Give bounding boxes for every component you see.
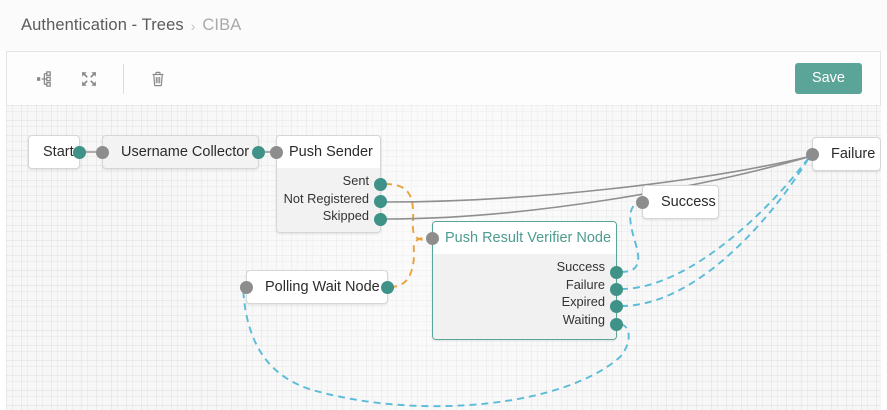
node-push-result-verifier[interactable]: Push Result Verifier Node Success Failur… [432,221,617,340]
breadcrumb-parent[interactable]: Authentication - Trees [21,16,184,34]
node-push-sender[interactable]: Push Sender Sent Not Registered Skipped [276,135,381,233]
node-username-collector[interactable]: Username Collector [102,135,259,169]
connector-verifier-in[interactable] [426,232,439,245]
node-title: Failure [831,145,876,162]
node-title: Username Collector [121,143,250,160]
breadcrumb-current: CIBA [202,16,242,34]
node-title: Push Sender [289,143,373,160]
node-outputs: Success Failure Expired Waiting [433,254,616,339]
node-start[interactable]: Start [28,135,80,169]
edge-expired-failure [620,155,811,307]
edge-sent-verifier [384,183,433,241]
toolbar-divider [123,63,124,94]
editor-toolbar: Save [6,51,881,105]
flow-canvas[interactable]: Start Username Collector Push Sender Sen… [6,105,881,410]
edge-success-success [620,201,640,273]
connector-success-in[interactable] [636,196,649,209]
connector-push-in[interactable] [270,146,283,159]
tree-layout-icon [36,70,54,88]
connector-verifier-success[interactable] [610,266,623,279]
output-failure[interactable]: Failure [565,276,605,292]
node-title: Success [661,193,716,210]
save-button[interactable]: Save [794,63,862,94]
trash-icon [149,70,167,88]
connector-failure-in[interactable] [806,148,819,161]
node-title: Start [43,143,74,160]
output-expired[interactable]: Expired [561,294,605,310]
connector-username-out[interactable] [252,146,265,159]
edge-notregistered-failure [384,155,813,203]
output-waiting[interactable]: Waiting [562,311,605,327]
connector-username-in[interactable] [96,146,109,159]
connector-verifier-expired[interactable] [610,300,623,313]
node-title: Polling Wait Node [265,278,380,295]
node-outputs: Sent Not Registered Skipped [277,168,380,232]
tree-layout-button[interactable] [23,59,67,99]
node-success[interactable]: Success [642,185,719,219]
connector-polling-in[interactable] [240,281,253,294]
output-not-registered[interactable]: Not Registered [283,190,369,206]
delete-button[interactable] [136,59,180,99]
connector-verifier-waiting[interactable] [610,318,623,331]
edge-skipped-failure [384,155,813,220]
connector-push-not-registered[interactable] [374,195,387,208]
output-skipped[interactable]: Skipped [322,208,369,224]
expand-icon [80,70,98,88]
expand-button[interactable] [67,59,111,99]
node-header: Push Result Verifier Node [433,222,616,254]
node-polling-wait[interactable]: Polling Wait Node [246,270,388,304]
output-sent[interactable]: Sent [342,173,369,189]
output-success[interactable]: Success [556,259,605,275]
connector-polling-out[interactable] [381,281,394,294]
connector-start-out[interactable] [73,146,86,159]
breadcrumb-bar: Authentication - Trees › CIBA [0,0,887,51]
connector-verifier-failure[interactable] [610,283,623,296]
connector-push-skipped[interactable] [374,213,387,226]
node-failure[interactable]: Failure [812,137,881,171]
edge-failure-failure [620,155,811,290]
connector-push-sent[interactable] [374,178,387,191]
node-header: Push Sender [277,136,380,168]
node-title: Push Result Verifier Node [445,229,612,246]
edge-polling-verifier [389,237,433,288]
breadcrumb-separator-icon: › [190,17,196,34]
